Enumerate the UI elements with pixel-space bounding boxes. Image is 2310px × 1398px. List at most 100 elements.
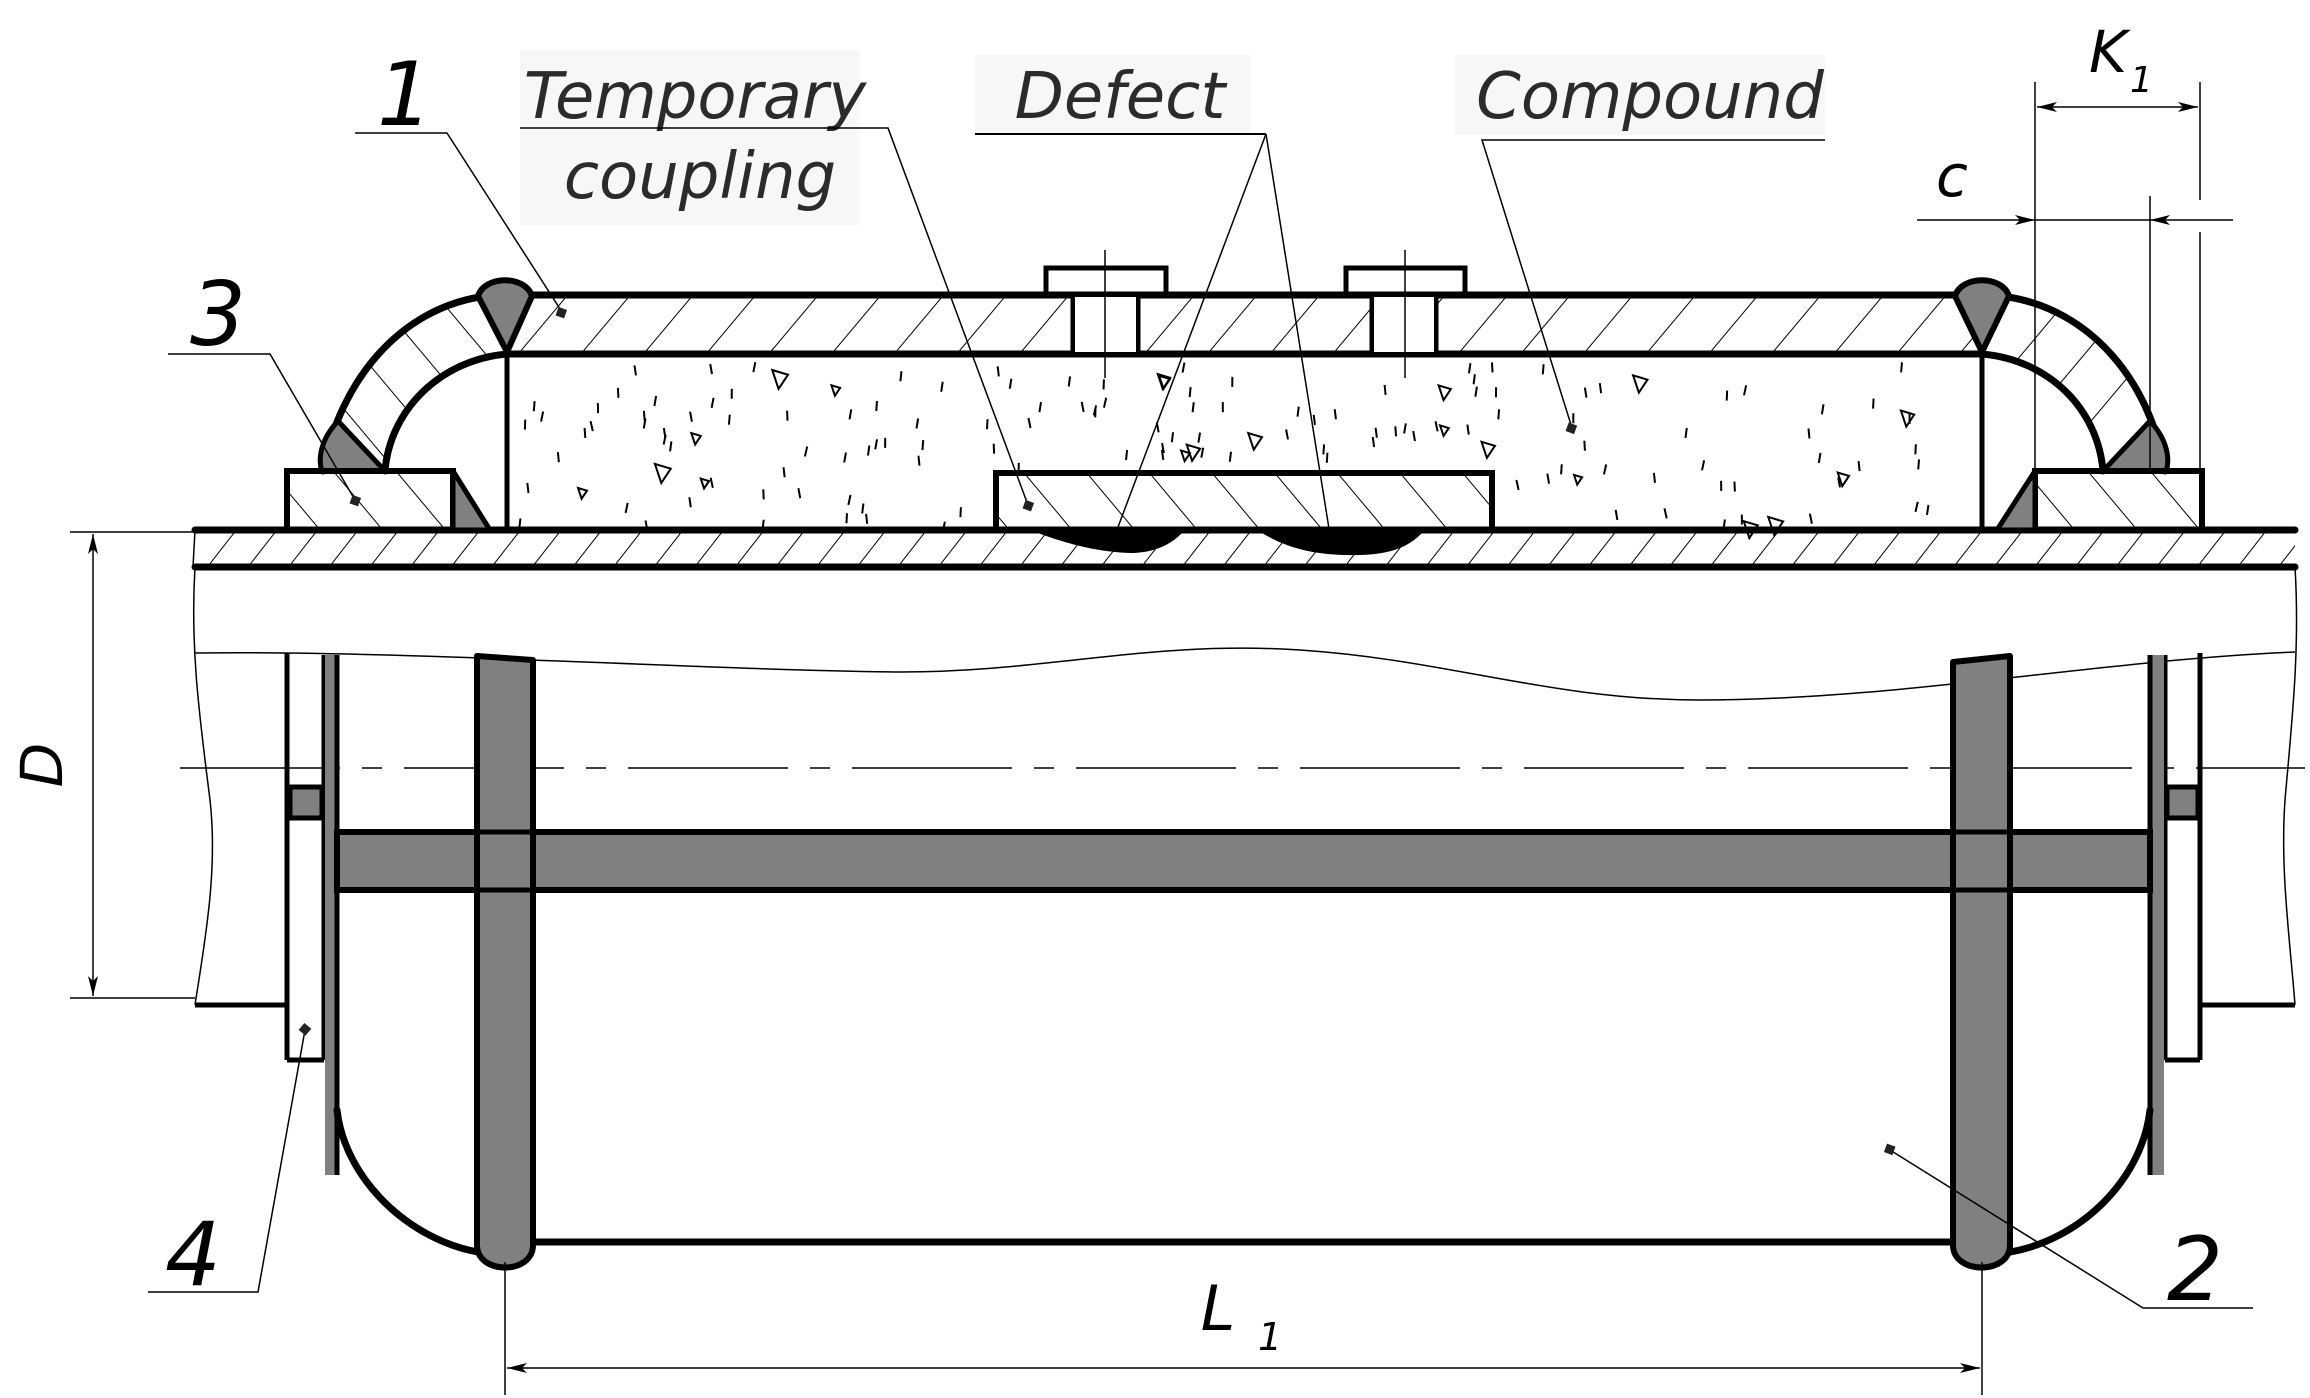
compound-speck: [1038, 401, 1043, 413]
compound-speck: [727, 414, 731, 425]
compound-fill: [518, 361, 1930, 541]
compound-speck: [875, 400, 878, 412]
compound-speck: [847, 494, 852, 506]
compound-speck: [959, 507, 962, 518]
compound-aggregate: [1572, 473, 1584, 487]
compound-speck: [1914, 501, 1919, 513]
stud-left: [474, 653, 536, 1271]
compound-speck: [633, 365, 637, 376]
callout-1-number: 1: [377, 43, 433, 146]
compound-speck: [915, 418, 920, 429]
dimension-k1: K 1: [2034, 18, 2201, 471]
support-block-left: [284, 468, 493, 533]
compound-speck: [589, 420, 594, 432]
compound-speck: [917, 455, 921, 466]
compound-aggregate: [1742, 519, 1760, 541]
compound-speck: [1583, 387, 1588, 398]
compound-speck: [709, 477, 714, 489]
compound-aggregate: [1631, 373, 1650, 395]
compound-speck: [899, 371, 903, 382]
compound-aggregate: [829, 383, 842, 398]
compound-speck: [710, 397, 715, 409]
compound-speck: [1472, 374, 1476, 385]
compound-speck: [843, 452, 847, 463]
compound-aggregate: [1246, 431, 1264, 452]
compound-speck: [996, 366, 1000, 377]
label-compound: Compound: [1476, 60, 1825, 435]
compound-speck: [1067, 376, 1072, 387]
compound-speck: [1917, 459, 1921, 470]
compound-speck: [1412, 430, 1416, 442]
callout-3: 3: [168, 263, 362, 507]
compound-speck: [1394, 426, 1398, 437]
compound-speck: [540, 411, 545, 422]
compound-speck: [1285, 429, 1289, 440]
callout-4: 4: [148, 1022, 312, 1306]
compound-speck: [1170, 432, 1175, 443]
compound-speck: [921, 440, 925, 451]
compound-speck: [1102, 397, 1108, 408]
callout-4-number: 4: [165, 1203, 221, 1306]
compound-aggregate: [576, 486, 589, 501]
compound-speck: [761, 519, 765, 530]
compound-speck: [752, 361, 757, 373]
compound-speck: [1490, 362, 1494, 373]
compound-speck: [874, 439, 879, 450]
compound-speck: [644, 520, 649, 531]
compound-speck: [1333, 409, 1337, 420]
compound-speck: [866, 445, 871, 456]
compound-speck: [1820, 404, 1825, 415]
compound-speck: [1546, 473, 1551, 484]
compound-speck: [1325, 452, 1329, 463]
compound-aggregate: [1185, 443, 1202, 463]
compound-speck: [1857, 460, 1861, 472]
clamp-body: [284, 653, 2203, 1256]
compound-speck: [1466, 424, 1470, 435]
compound-speck: [526, 482, 530, 494]
compound-speck: [1228, 451, 1232, 462]
compound-speck: [1027, 417, 1032, 429]
dimension-l1: L 1: [504, 1262, 1983, 1395]
temporary-coupling-label-line2: coupling: [564, 140, 836, 214]
callout-2: 2: [1883, 1143, 2253, 1321]
compound-speck: [986, 419, 989, 430]
label-defect: Defect: [975, 60, 1331, 536]
compound-speck: [1614, 509, 1619, 521]
compound-speck: [1374, 427, 1378, 438]
compound-speck: [518, 518, 522, 529]
dimension-c-label: c: [1936, 142, 1968, 210]
compound-aggregate: [1157, 374, 1172, 391]
compound-speck: [1722, 519, 1726, 530]
compound-speck: [861, 503, 865, 514]
compound-aggregate: [1899, 409, 1916, 429]
compound-speck: [1200, 447, 1205, 458]
compound-label: Compound: [1476, 60, 1824, 134]
defect-label: Defect: [1015, 60, 1229, 134]
compound-speck: [1434, 421, 1439, 432]
compound-speck: [1092, 405, 1098, 416]
dimension-d: D: [8, 531, 195, 999]
compound-speck: [940, 381, 944, 392]
compound-speck: [848, 409, 853, 420]
compound-speck: [1296, 406, 1300, 417]
bolt-right: [1343, 250, 1468, 378]
compound-speck: [1191, 402, 1195, 413]
compound-speck: [941, 521, 946, 532]
compound-aggregate: [770, 368, 790, 392]
compound-aggregate: [1479, 440, 1497, 461]
compound-speck: [1925, 504, 1930, 516]
support-block-right: [1994, 468, 2205, 533]
compound-speck: [1684, 427, 1688, 439]
compound-aggregate: [1437, 383, 1453, 403]
compound-speck: [662, 434, 667, 445]
sleeve-shell: [319, 291, 2169, 530]
compound-aggregate: [689, 431, 703, 447]
callout-3-number: 3: [190, 263, 246, 366]
dimension-c: c: [1917, 142, 2233, 471]
compound-speck: [583, 427, 587, 439]
compound-speck: [688, 497, 692, 508]
compound-speck: [642, 418, 647, 429]
compound-speck: [1181, 362, 1186, 373]
compound-speck: [1322, 444, 1326, 455]
